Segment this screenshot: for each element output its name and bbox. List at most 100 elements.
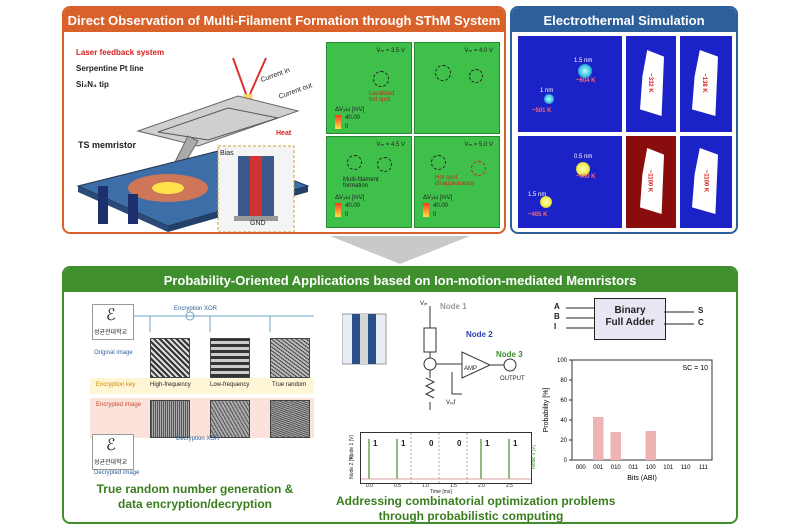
adder-input: I xyxy=(554,322,557,331)
sc-label: SC = 10 xyxy=(683,365,709,372)
y-tick-label: 0 xyxy=(564,458,568,464)
y-tick-label: 100 xyxy=(557,358,568,364)
applications-panel-title: Probability-Oriented Applications based … xyxy=(64,268,736,292)
encrypted-image-1 xyxy=(150,400,190,438)
bit-label: 1 xyxy=(485,439,490,448)
x-tick-label: 001 xyxy=(593,465,604,471)
tile-scale: ΔV₃ω [mV] xyxy=(335,195,365,201)
encryption-key-band xyxy=(90,378,314,394)
tile-voltage: Vₘ = 4.0 V xyxy=(464,48,493,54)
bias-label: Bias xyxy=(220,150,234,157)
x-tick-label: 100 xyxy=(646,465,657,471)
y-axis-node2: Node 2 [V] xyxy=(348,455,355,479)
col-high-frequency: High-frequency xyxy=(150,382,191,388)
col-low-frequency: Low-frequency xyxy=(210,382,250,388)
sim-hot-spot xyxy=(540,196,552,208)
tile-max: 40.00 xyxy=(433,203,449,209)
color-scale-bar xyxy=(423,203,429,217)
waveform-plot: 1 1 0 0 1 1 xyxy=(360,432,532,484)
adder-input: B xyxy=(554,312,560,321)
sim-hot-spot xyxy=(544,94,554,104)
tip-label: Si₃N₄ tip xyxy=(76,80,109,89)
tile-voltage: Vₘ = 3.5 V xyxy=(376,48,405,54)
y-tick-label: 80 xyxy=(560,378,567,384)
hot-spot-marker xyxy=(471,161,486,176)
adder-output: C xyxy=(698,318,704,327)
vref-label: Vᵣₑf xyxy=(446,400,456,406)
sim-label: 1 nm xyxy=(540,88,554,94)
bit-label: 1 xyxy=(373,439,378,448)
caption-encryption: True random number generation & data enc… xyxy=(96,482,294,511)
time-tick: 0.0 xyxy=(366,483,373,489)
bit-label: 0 xyxy=(457,439,462,448)
x-tick-label: 101 xyxy=(663,465,674,471)
tile-min: 0 xyxy=(345,212,349,218)
sim-section-1: ~332 K xyxy=(626,36,676,132)
heat-label: Heat xyxy=(276,130,292,137)
simulation-panel: Electrothermal Simulation 1.5 nm ~604 K … xyxy=(510,6,738,234)
output-label: OUTPUT xyxy=(500,376,525,382)
hot-spot-marker xyxy=(347,155,362,170)
sim-label: 0.5 nm xyxy=(574,154,593,160)
adder-io-lines xyxy=(566,307,694,329)
tile-voltage: Vₘ = 4.5 V xyxy=(376,142,405,148)
thermal-map-tile-3: Vₘ = 4.5 V Multi-filament formation ΔV₃ω… xyxy=(326,136,412,228)
sim-label: ~501 K xyxy=(532,108,552,114)
encrypted-image-2 xyxy=(210,400,250,438)
color-scale-bar xyxy=(335,203,341,217)
full-adder-title: Binary Full Adder xyxy=(605,305,655,328)
sim-label: 1.5 nm xyxy=(528,192,547,198)
amp-label: AMP xyxy=(464,366,478,372)
flow-arrow-icon xyxy=(330,236,470,264)
encrypted-image-3 xyxy=(270,400,310,438)
tile-note: Hot spot disappearance xyxy=(435,175,475,187)
x-axis-label: Bits (ABI) xyxy=(627,475,657,482)
tile-note: Multi-filament formation xyxy=(343,177,379,189)
sim-label: ~460 K xyxy=(576,174,596,180)
sim-map-1: 1.5 nm ~604 K 1 nm ~501 K xyxy=(518,36,622,132)
serpentine-label: Serpentine Pt line xyxy=(76,64,144,73)
sim-hot-spot xyxy=(578,64,592,78)
tile-voltage: Vₘ = 5.0 V xyxy=(464,142,493,148)
sim-label: 1.5 nm xyxy=(574,58,593,64)
sim-label: ~465 K xyxy=(528,212,548,218)
bit-label: 1 xyxy=(513,439,518,448)
tile-note: Localized hot spot xyxy=(369,91,395,103)
key-image-high-frequency xyxy=(150,338,190,378)
university-logo-icon: ℰ xyxy=(106,307,116,324)
sim-hot-spot xyxy=(576,162,590,176)
waveform-lines xyxy=(361,433,531,483)
hot-spot-marker xyxy=(435,65,451,81)
sim-label: ~332 K xyxy=(646,73,653,93)
original-image-label: Original image xyxy=(94,350,133,356)
applications-panel: Probability-Oriented Applications based … xyxy=(62,266,738,524)
tile-max: 40.00 xyxy=(345,115,361,121)
sim-label: ~604 K xyxy=(576,78,596,84)
tile-scale: ΔV₃ω [mV] xyxy=(335,107,365,113)
vin-label: Vᵢₙ xyxy=(420,301,428,307)
key-image-true-random xyxy=(270,338,310,378)
sthm-device-illustration xyxy=(76,57,310,232)
adder-input: A xyxy=(554,302,560,311)
encryption-xor-label: Encryption XOR xyxy=(174,306,218,312)
hot-spot-marker xyxy=(373,71,389,87)
logo-text: 성균관대학교 xyxy=(94,330,128,336)
node2-label: Node 2 xyxy=(466,330,493,339)
thermal-map-tile-4: Vₘ = 5.0 V Hot spot disappearance ΔV₃ω [… xyxy=(414,136,500,228)
chart-bar xyxy=(593,417,604,460)
sim-section-3: ~1100 K xyxy=(626,136,676,228)
thermal-map-tile-1: Vₘ = 3.5 V Localized hot spot ΔV₃ω [mV] … xyxy=(326,42,412,134)
laser-label: Laser feedback system xyxy=(76,48,165,57)
time-tick: 0.5 xyxy=(394,483,401,489)
simulation-panel-title: Electrothermal Simulation xyxy=(512,8,736,32)
decryption-xor-label: Decryption XOR xyxy=(176,436,220,442)
encrypted-image-label: Encrypted image xyxy=(96,402,142,408)
thermal-map-tile-2: Vₘ = 4.0 V xyxy=(414,42,500,134)
sim-map-2: 0.5 nm ~460 K 1.5 nm ~465 K xyxy=(518,136,622,228)
y-tick-label: 60 xyxy=(560,398,567,404)
time-tick: 1.0 xyxy=(422,483,429,489)
encryption-key-label: Encryption key xyxy=(96,382,136,388)
y-axis-node3: Node 3 [V] xyxy=(530,445,537,469)
memristor-label: TS memristor xyxy=(78,140,137,150)
